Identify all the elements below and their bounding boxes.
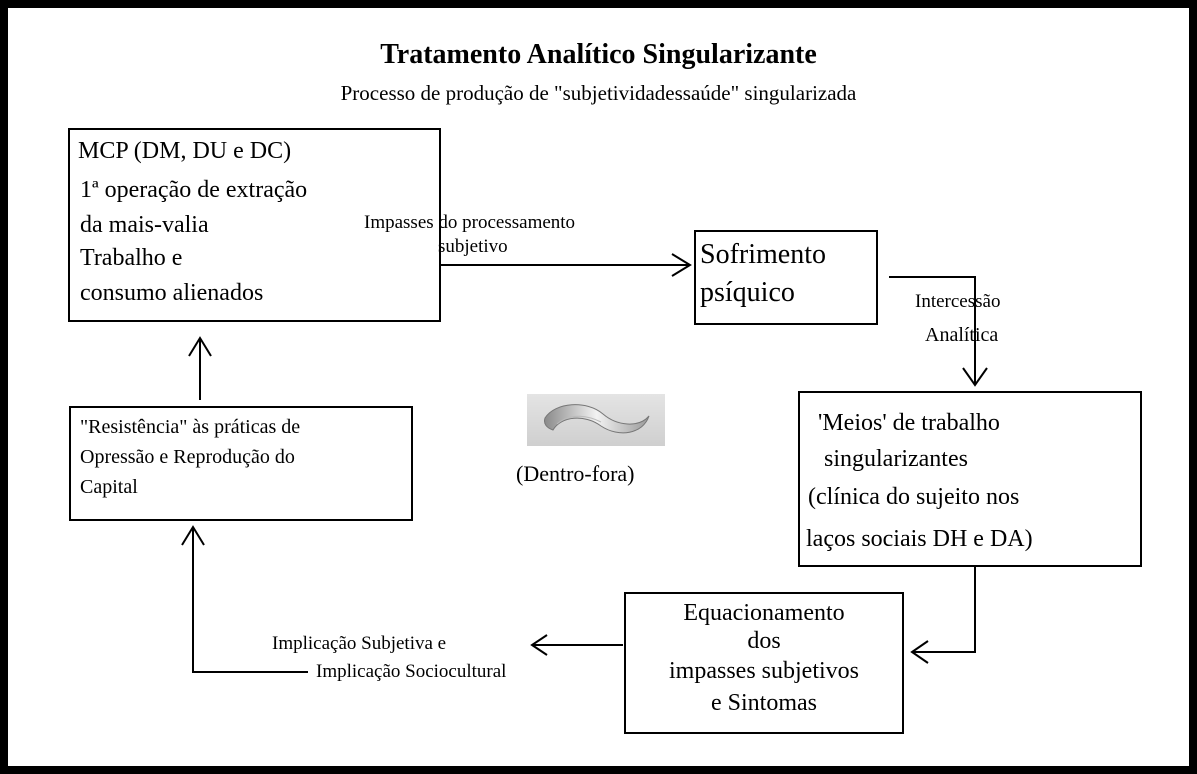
- arrow-meios-to-equacionamento: [912, 567, 976, 653]
- center-caption: (Dentro-fora): [516, 461, 635, 486]
- equacionamento-line-1: Equacionamento: [683, 600, 845, 626]
- resistencia-line-2: Opressão e Reprodução do: [80, 446, 295, 468]
- sofrimento-line-2: psíquico: [700, 277, 795, 308]
- diagram-title: Tratamento Analítico Singularizante: [380, 39, 817, 70]
- resistencia-line-3: Capital: [80, 476, 138, 498]
- equacionamento-line-2: dos: [747, 628, 781, 654]
- meios-line-1: 'Meios' de trabalho: [818, 410, 1000, 436]
- arrow-implicacao-to-resistencia: [192, 527, 308, 673]
- sofrimento-box: [694, 230, 878, 325]
- mcp-line-2: 1ª operação de extração: [80, 177, 308, 203]
- mcp-line-1: MCP (DM, DU e DC): [78, 138, 292, 164]
- arrowhead-resistencia: [181, 525, 205, 546]
- mcp-box: [68, 128, 441, 322]
- equacionamento-line-4: e Sintomas: [711, 690, 817, 716]
- mobius-strip-image: [527, 394, 665, 446]
- meios-line-3: (clínica do sujeito nos: [808, 484, 1020, 510]
- equacionamento-line-3: impasses subjetivos: [669, 658, 859, 684]
- intercessao-label-line-2: Analítica: [925, 324, 999, 346]
- arrowhead-equacionamento: [910, 640, 929, 664]
- arrowhead-mcp: [188, 336, 212, 357]
- implicacao-label-line-1: Implicação Subjetiva e: [272, 633, 447, 654]
- arrowhead-implicacao: [530, 634, 548, 656]
- implicacao-label-line-2: Implicação Sociocultural: [316, 661, 507, 682]
- arrowhead-sofrimento: [671, 253, 692, 277]
- meios-line-2: singularizantes: [824, 446, 968, 472]
- impasses-label-line-2: subjetivo: [438, 236, 508, 257]
- sofrimento-line-1: Sofrimento: [700, 239, 826, 270]
- impasses-label-line-1: Impasses do processamento: [364, 212, 576, 233]
- meios-box: [798, 391, 1142, 567]
- arrow-sofrimento-to-meios: [889, 276, 976, 385]
- mcp-line-3: da mais-valia: [80, 212, 209, 238]
- resistencia-box: [69, 406, 413, 521]
- intercessao-label-line-1: Intercessão: [915, 291, 1001, 312]
- meios-line-4: laços sociais DH e DA): [806, 526, 1033, 552]
- mcp-line-5: consumo alienados: [80, 280, 264, 306]
- arrowhead-meios: [962, 367, 988, 387]
- resistencia-line-1: "Resistência" às práticas de: [80, 416, 301, 438]
- diagram-subtitle: Processo de produção de "subjetividadess…: [340, 81, 857, 105]
- mcp-line-4: Trabalho e: [80, 245, 183, 271]
- equacionamento-box: [624, 592, 904, 734]
